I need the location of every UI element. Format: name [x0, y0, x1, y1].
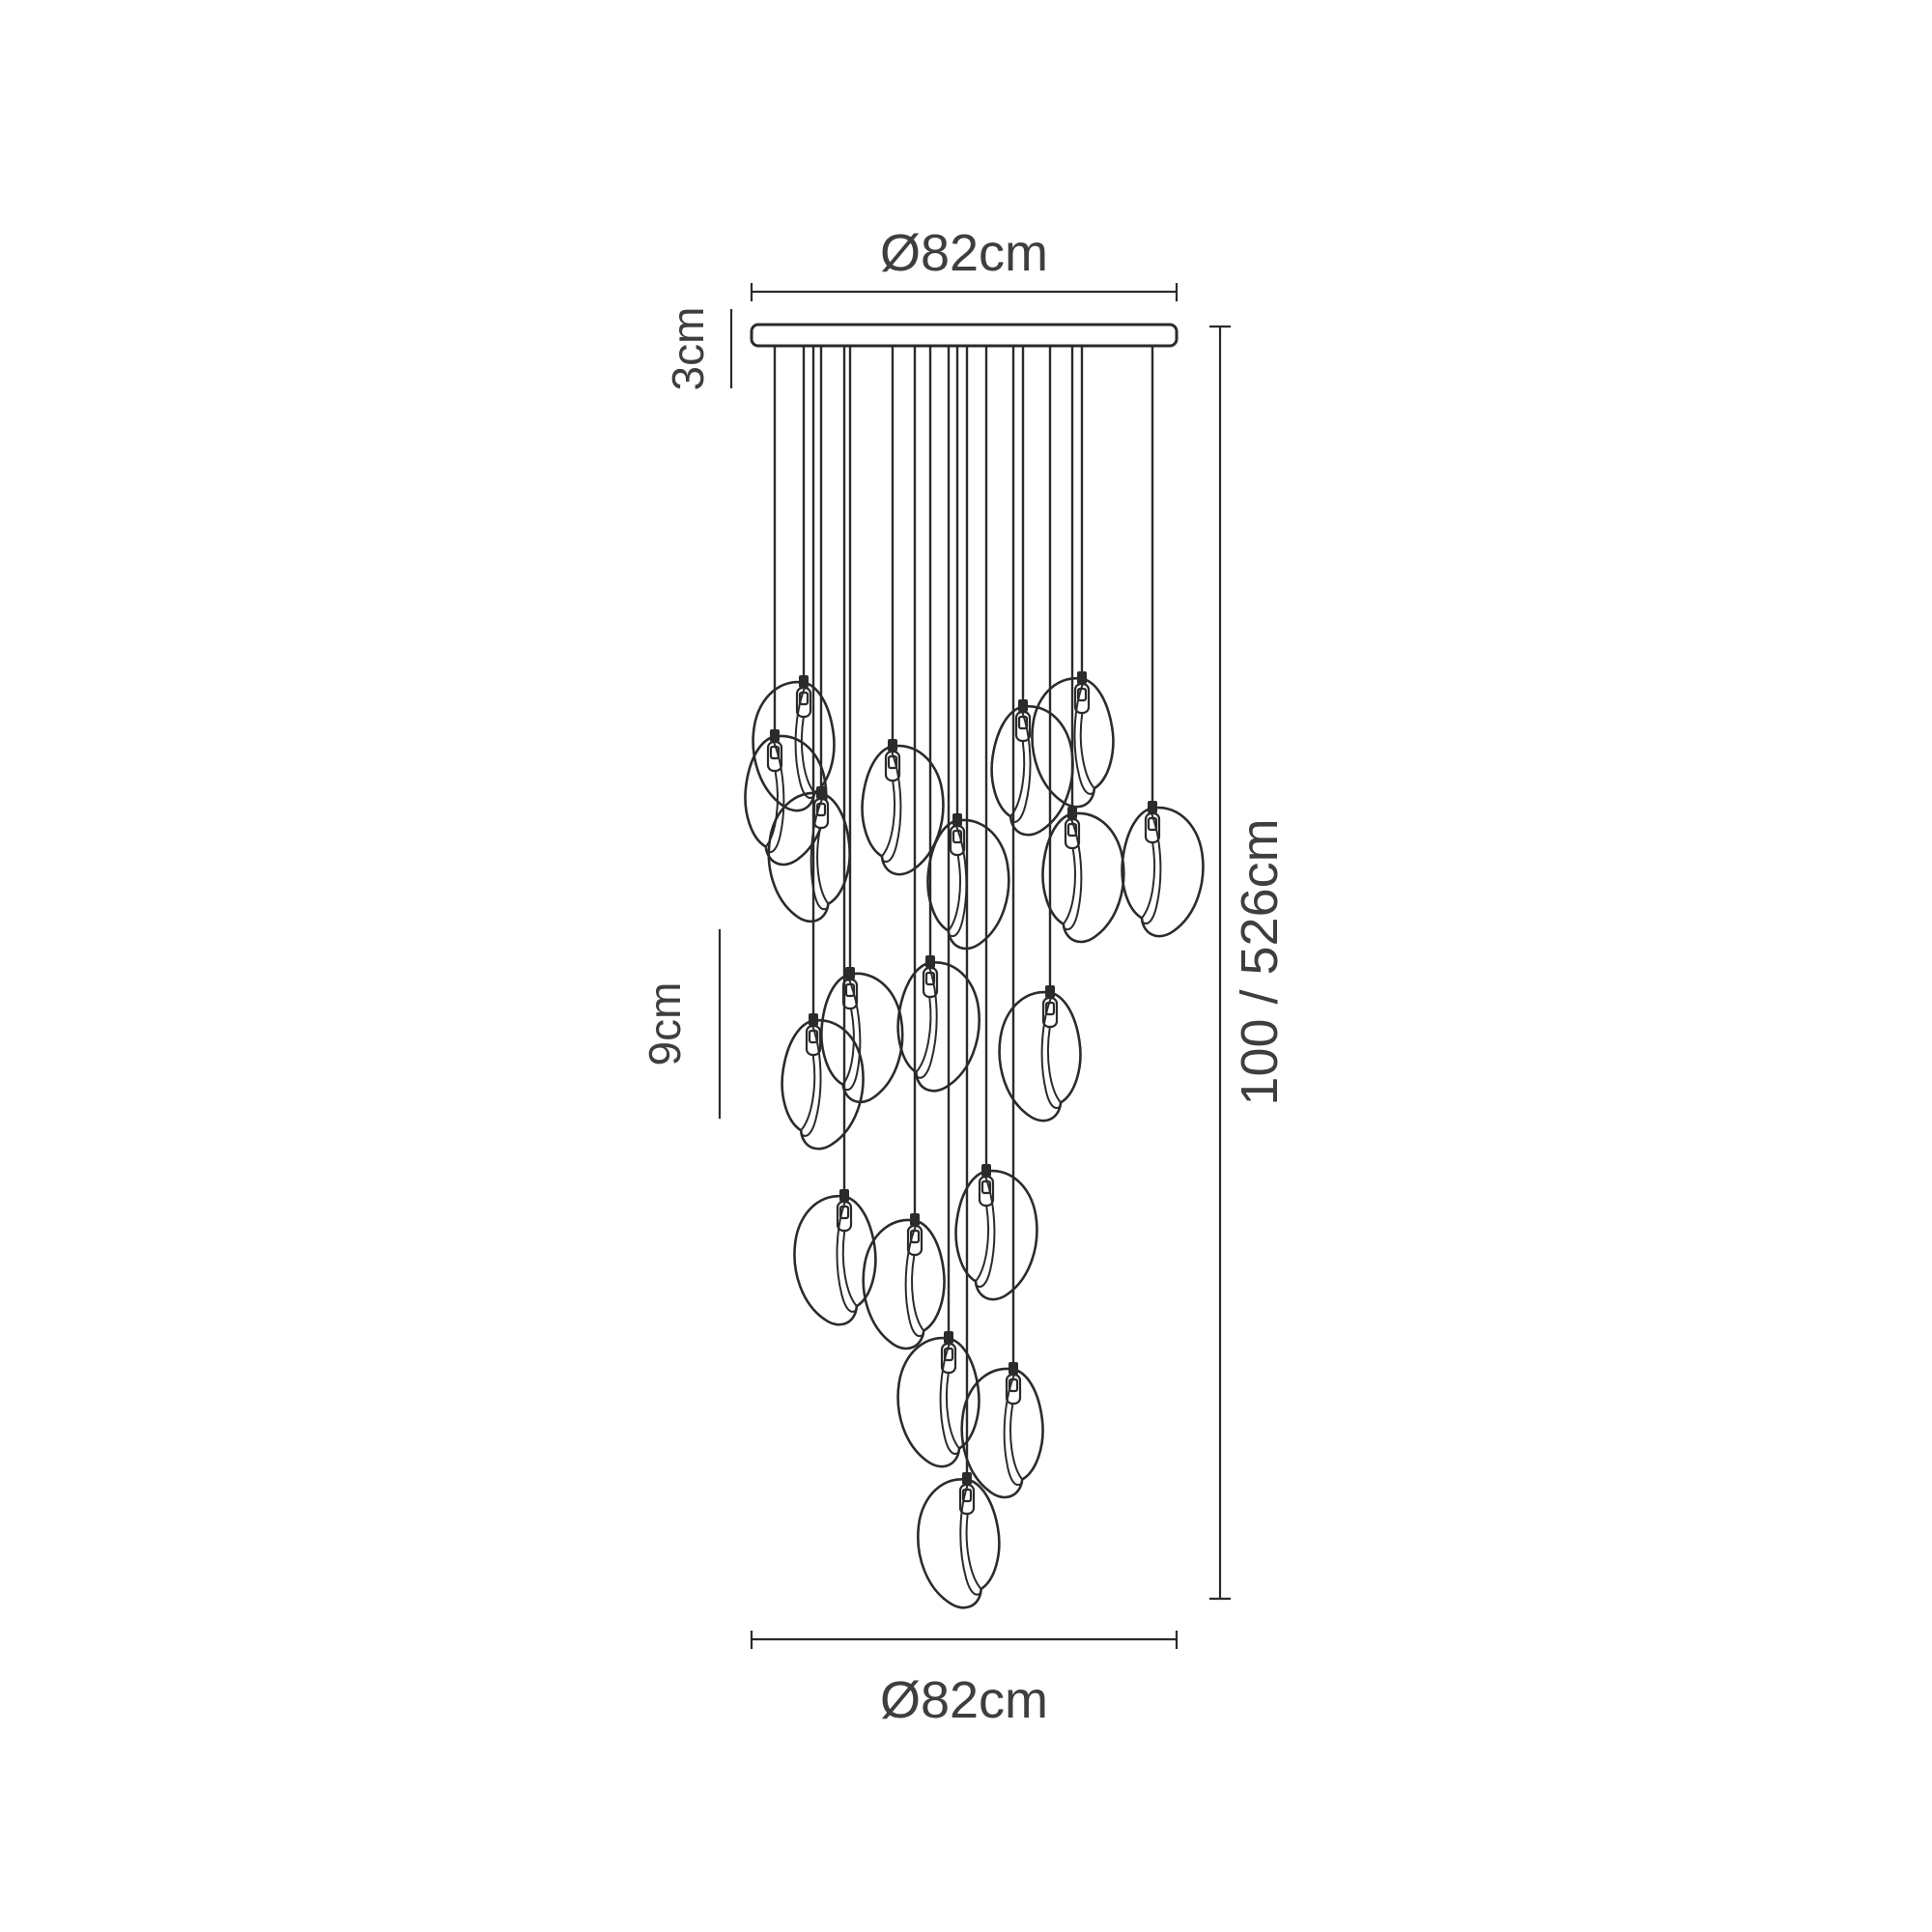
pendant-shade-fold: [945, 1373, 961, 1450]
pendant-shade-fold: [1141, 808, 1162, 924]
pendant: [998, 346, 1082, 1122]
pendant-shade: [896, 960, 980, 1093]
pendant-shade: [990, 704, 1074, 837]
pendant: [990, 346, 1074, 837]
pendant-shade-fold: [841, 1231, 858, 1308]
pendant-shade: [781, 1018, 865, 1151]
pendant-shade-fold: [842, 974, 862, 1092]
pendant-shade: [896, 1336, 980, 1468]
shade-height-dimension: 9cm: [639, 929, 722, 1119]
pendant-shade-fold: [1140, 842, 1156, 920]
pendant-shade: [1031, 676, 1115, 809]
pendant-shade-fold: [800, 1020, 822, 1137]
pendant-shade: [954, 1169, 1038, 1301]
pendant: [1041, 346, 1125, 944]
pendant: [926, 346, 1010, 951]
pendant-shade-fold: [836, 1196, 858, 1313]
pendant: [1031, 346, 1115, 809]
pendant-shade-fold: [1079, 713, 1095, 790]
pendants-layer: [744, 346, 1205, 1609]
pendant-shade-fold: [939, 1338, 960, 1455]
bottom-diameter-label: Ø82cm: [880, 1671, 1048, 1729]
pendant-shade-fold: [911, 1255, 925, 1332]
pendant-shade-fold: [810, 793, 829, 911]
overall-drop-label: 100 / 526cm: [1231, 818, 1289, 1105]
canopy-height-label: 3cm: [663, 307, 713, 391]
pendant-shade-fold: [1009, 741, 1026, 818]
pendant-shade-fold: [1003, 1369, 1023, 1487]
pendant-shade: [1121, 806, 1205, 938]
pendant: [861, 346, 945, 876]
pendant: [862, 346, 946, 1350]
pendant-shade: [998, 990, 1082, 1122]
pendant-shade: [862, 1218, 946, 1350]
top-diameter-label: Ø82cm: [880, 224, 1048, 282]
pendant: [954, 346, 1038, 1301]
ceiling-plate: [750, 323, 1179, 348]
canopy-height-dimension: 3cm: [663, 307, 733, 391]
pendant-shade-fold: [794, 682, 815, 799]
pendant-shade-fold: [1046, 1027, 1063, 1104]
pendant-shade-fold: [800, 717, 816, 794]
pendant: [896, 346, 980, 1093]
pendant-shade-fold: [1063, 813, 1083, 931]
pendant-shade: [820, 972, 904, 1104]
pendant-shade: [926, 818, 1010, 951]
pendant: [793, 346, 877, 1326]
pendant-shade: [767, 791, 851, 923]
pendant-shade-fold: [800, 1055, 816, 1132]
pendant: [820, 346, 904, 1104]
pendant: [960, 346, 1044, 1499]
pendant: [781, 346, 865, 1151]
bottom-width-dimension: Ø82cm: [750, 1631, 1179, 1729]
pendant-shade-fold: [959, 1479, 982, 1596]
pendant-shade-fold: [1040, 992, 1062, 1109]
pendant-shade-fold: [948, 820, 968, 938]
pendant-shade-fold: [880, 781, 896, 858]
pendant-shade: [861, 744, 945, 876]
pendant: [1121, 346, 1205, 938]
pendant: [752, 346, 836, 812]
pendant-shade-fold: [947, 855, 961, 932]
pendant-shade-fold: [881, 746, 902, 863]
pendant-shade-fold: [974, 1206, 990, 1283]
pendant-shade-fold: [1009, 706, 1032, 823]
pendant-shade-fold: [841, 1009, 855, 1086]
pendant-shade: [752, 680, 836, 812]
pendant-shade-fold: [915, 997, 932, 1073]
pendant-shade-fold: [1009, 1404, 1024, 1481]
pendant-shade-fold: [816, 828, 830, 905]
pendant-shade-fold: [904, 1220, 924, 1338]
pendant-shade: [917, 1477, 1001, 1609]
pendant-shade-fold: [965, 1514, 982, 1590]
shade-height-label: 9cm: [639, 982, 690, 1066]
pendant-shade-fold: [1062, 848, 1076, 925]
pendant-shade-fold: [1073, 678, 1095, 795]
top-width-dimension: Ø82cm: [750, 224, 1179, 301]
pendant: [896, 346, 980, 1468]
pendant-shade: [793, 1194, 877, 1326]
overall-drop-dimension: 100 / 526cm: [1209, 325, 1289, 1601]
pendant: [917, 346, 1001, 1609]
pendant-shade: [960, 1367, 1044, 1499]
pendant-shade-fold: [975, 1171, 996, 1288]
pendant-shade-fold: [765, 736, 785, 854]
pendant-shade-fold: [915, 962, 938, 1079]
pendant-shade: [1041, 811, 1125, 944]
